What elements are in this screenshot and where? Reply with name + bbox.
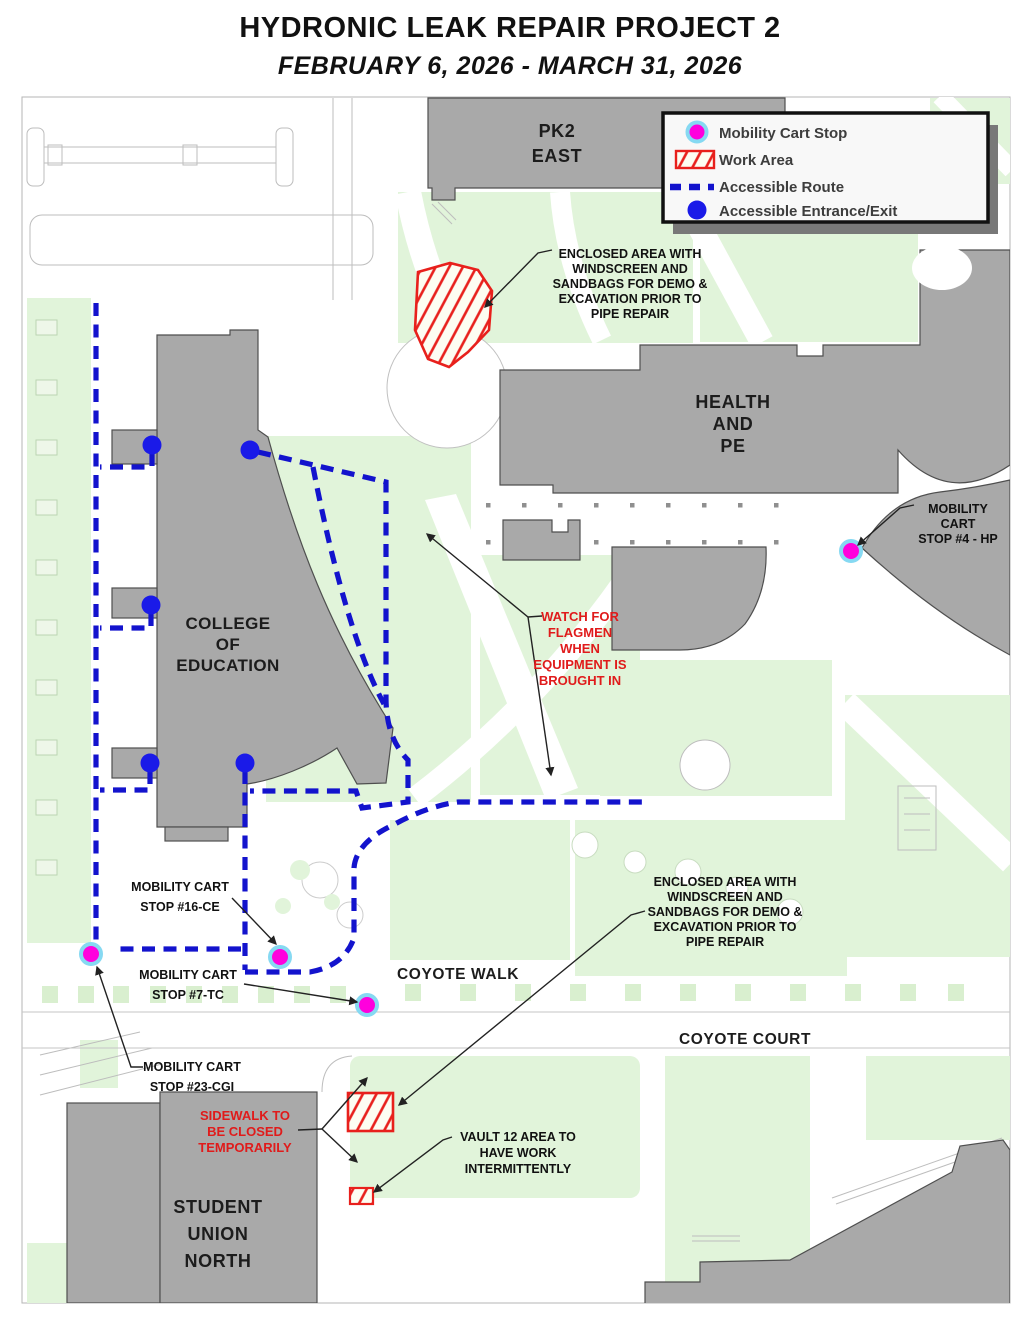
stop16-line2: STOP #16-CE [140,900,219,914]
cart-stop-16-dot [268,945,292,969]
accessible-routes [93,303,650,975]
legend-cart-stop-icon [685,120,709,144]
college-label-line1: COLLEGE [186,614,271,633]
walking-paths [275,97,1010,1303]
enclosed-bottom-line4: EXCAVATION PRIOR TO [654,920,797,934]
legend-item-route: Accessible Route [719,179,844,196]
work-area-demo-top [413,261,494,369]
map-legend: Mobility Cart Stop Work Area Accessible … [661,111,998,234]
entrance-dot [140,753,160,773]
building-health-pe [499,249,1010,494]
flagmen-line2: FLAGMEN [548,625,612,640]
college-label-line2: OF [216,635,240,654]
stop16-line1: MOBILITY CART [131,880,229,894]
enclosed-top-line4: EXCAVATION PRIOR TO [559,292,702,306]
legend-item-work-area: Work Area [719,152,794,169]
union-label-line2: UNION [188,1224,249,1244]
enclosed-top-line2: WINDSCREEN AND [572,262,688,276]
page-subtitle: FEBRUARY 6, 2026 - MARCH 31, 2026 [277,52,743,80]
stop4-line2: CART [941,517,976,531]
mobility-cart-stops [79,539,863,1017]
enclosed-top-line3: SANDBAGS FOR DEMO & [553,277,708,291]
vault-line2: HAVE WORK [480,1146,557,1160]
sidewalk-line3: TEMPORARILY [198,1140,292,1155]
entrance-dot [141,595,161,615]
cart-stop-4-dot [839,539,863,563]
healthpe-label-line1: HEALTH [695,392,770,412]
sidewalk-line2: BE CLOSED [207,1124,283,1139]
sidewalk-line1: SIDEWALK TO [200,1108,290,1123]
entrance-dot [240,440,260,460]
enclosed-top-line5: PIPE REPAIR [591,307,669,321]
stop7-line1: MOBILITY CART [139,968,237,982]
vault-line3: INTERMITTENTLY [465,1162,572,1176]
work-area-vault12 [348,1186,375,1206]
flagmen-line1: WATCH FOR [541,609,619,624]
flagmen-line3: WHEN [560,641,600,656]
healthpe-label-line3: PE [720,436,745,456]
work-areas [346,261,494,1206]
enclosed-bottom-line5: PIPE REPAIR [686,935,764,949]
annotation-labels: ENCLOSED AREA WITH WINDSCREEN AND SANDBA… [131,247,998,1176]
healthpe-label-line2: AND [713,414,754,434]
building-student-union [66,1091,318,1303]
vault-line1: VAULT 12 AREA TO [460,1130,576,1144]
legend-work-area-icon [674,149,716,170]
building-east-mass [861,479,1010,656]
building-small-b [611,546,767,651]
stop4-line3: STOP #4 - HP [918,532,997,546]
coyote-walk-label: COYOTE WALK [397,966,519,983]
accessible-entrances [140,435,260,773]
legend-box [661,111,990,224]
union-label-line3: NORTH [185,1251,252,1271]
flagmen-line5: BROUGHT IN [539,673,621,688]
building-small-a [502,519,581,561]
legend-item-cart-stop: Mobility Cart Stop [719,125,847,142]
college-label-line3: EDUCATION [176,656,279,675]
stop23-line2: STOP #23-CGI [150,1080,234,1094]
stop4-line1: MOBILITY [928,502,988,516]
stop7-line2: STOP #7-TC [152,988,224,1002]
page-title: HYDRONIC LEAK REPAIR PROJECT 2 [239,12,781,44]
work-area-demo-bottom [346,1091,395,1133]
pk2-label-line2: EAST [532,146,582,166]
enclosed-bottom-line1: ENCLOSED AREA WITH [654,875,797,889]
union-label-line1: STUDENT [173,1197,262,1217]
coyote-court-label: COYOTE COURT [679,1031,811,1048]
enclosed-bottom-line2: WINDSCREEN AND [667,890,783,904]
flagmen-line4: EQUIPMENT IS [533,657,627,672]
legend-item-entrance: Accessible Entrance/Exit [719,203,897,220]
building-bottom-right [644,1139,1010,1303]
stop23-line1: MOBILITY CART [143,1060,241,1074]
enclosed-top-line1: ENCLOSED AREA WITH [559,247,702,261]
entrance-dot [235,753,255,773]
legend-entrance-icon [687,200,707,220]
cart-stop-7-dot [355,993,379,1017]
site-outlines [22,98,1010,1242]
enclosed-bottom-line3: SANDBAGS FOR DEMO & [648,905,803,919]
leader-arrows [95,249,915,1193]
cart-stop-23-dot [79,942,103,966]
building-labels: PK2 EAST HEALTH AND PE COLLEGE OF EDUCAT… [173,121,811,1271]
pk2-label-line1: PK2 [539,121,576,141]
entrance-dot [142,435,162,455]
